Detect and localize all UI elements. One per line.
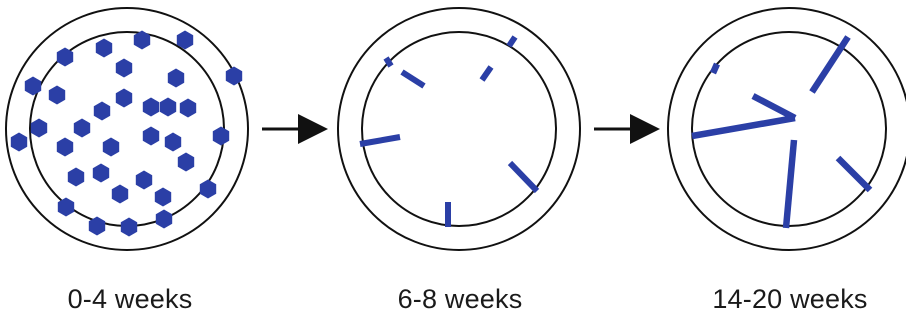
inner-ring — [361, 31, 557, 227]
hexagon-cell — [154, 187, 172, 207]
hexagon-cell — [176, 30, 194, 50]
rod-cell — [507, 160, 540, 194]
outer-ring — [337, 7, 581, 251]
hexagon-cell — [10, 132, 28, 152]
hexagon-cell — [92, 163, 110, 183]
rod-cell — [751, 93, 797, 121]
rod-cell — [782, 139, 798, 229]
stage-label: 0-4 weeks — [67, 284, 193, 314]
hexagon-cell — [164, 132, 182, 152]
hexagon-cell — [199, 179, 217, 199]
hexagon-cell — [115, 58, 133, 78]
rod-cell — [359, 134, 401, 147]
hexagon-cell — [111, 184, 129, 204]
hexagon-cell — [159, 97, 177, 117]
rod-cell — [809, 35, 851, 94]
hexagon-cell — [212, 126, 230, 146]
stage-14-20-weeks — [667, 7, 906, 251]
hexagon-cell — [225, 66, 243, 86]
hexagon-cell — [67, 167, 85, 187]
stage-label: 6-8 weeks — [397, 284, 523, 314]
hexagon-cell — [57, 197, 75, 217]
rod-cell — [506, 35, 518, 48]
hexagon-cell — [155, 209, 173, 229]
hexagon-cell — [142, 126, 160, 146]
long-rod-cell-group — [691, 35, 873, 229]
hexagon-cell — [179, 98, 197, 118]
stage-6-8-weeks — [337, 7, 581, 251]
short-rod-cell-group — [359, 35, 540, 227]
rod-cell — [400, 69, 426, 89]
hexagon-cell — [73, 118, 91, 138]
stage-label: 14-20 weeks — [712, 284, 868, 314]
hexagon-cell — [30, 118, 48, 138]
hexagon-cell — [102, 137, 120, 157]
hexagon-cell — [48, 85, 66, 105]
hexagon-cell — [177, 152, 195, 172]
rod-cell — [479, 65, 494, 82]
hexagon-cell — [93, 101, 111, 121]
hexagon-cell — [24, 76, 42, 96]
hexagon-cell — [88, 216, 106, 236]
hexagon-cell — [167, 68, 185, 88]
outer-ring — [5, 7, 249, 251]
hexagon-cell — [120, 217, 138, 237]
rod-cell — [691, 114, 796, 140]
rod-cell — [835, 155, 873, 193]
hexagon-cell — [142, 97, 160, 117]
hexagon-cell — [135, 170, 153, 190]
rod-cell — [383, 56, 394, 68]
rod-cell — [710, 62, 720, 75]
outer-ring — [667, 7, 906, 251]
hexagon-cell — [56, 47, 74, 67]
hexagon-cell — [56, 137, 74, 157]
hexagon-cell-group — [10, 30, 243, 237]
stage-0-4-weeks — [5, 7, 249, 251]
hexagon-cell — [115, 88, 133, 108]
hexagon-cell — [95, 38, 113, 58]
hexagon-cell — [133, 30, 151, 50]
